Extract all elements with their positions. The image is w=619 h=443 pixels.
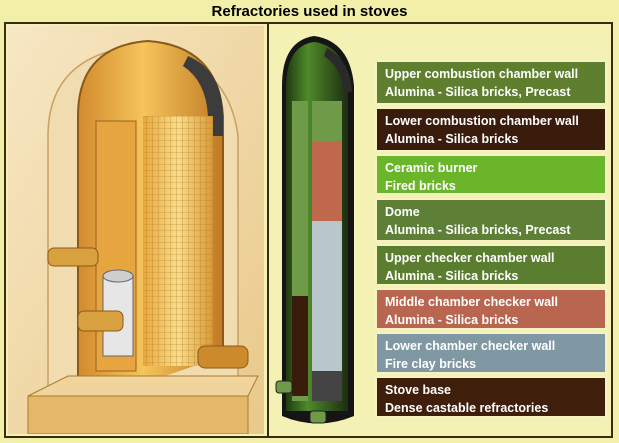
base-top — [27, 375, 259, 397]
label-material: Dense castable refractories — [385, 401, 549, 415]
label-name: Lower combustion chamber wall — [385, 114, 579, 128]
label-name: Ceramic burner — [385, 161, 478, 175]
label-middle-chamber-checker-wall: Middle chamber checker wall Alumina - Si… — [375, 288, 607, 330]
flue-pipe — [197, 345, 249, 369]
label-name: Stove base — [385, 383, 452, 397]
gas-inlet-pipe — [77, 310, 124, 332]
label-dome: Dome Alumina - Silica bricks, Precast — [375, 198, 607, 242]
lower-combustion-wall — [292, 296, 308, 396]
label-upper-combustion-chamber-wall: Upper combustion chamber wall Alumina - … — [375, 60, 607, 105]
label-name: Middle chamber checker wall — [385, 295, 558, 309]
label-name: Upper checker chamber wall — [385, 251, 555, 265]
label-material: Alumina - Silica bricks, Precast — [385, 223, 571, 237]
label-stove-base: Stove base Dense castable refractories — [375, 376, 607, 418]
label-name: Lower chamber checker wall — [385, 339, 556, 353]
diagram-title: Refractories used in stoves — [211, 3, 408, 20]
label-name: Dome — [385, 205, 420, 219]
middle-checker — [312, 141, 342, 221]
stove-section-illustration — [275, 36, 354, 424]
base-pipe-left — [275, 380, 293, 394]
stove-cutaway-illustration — [8, 26, 264, 434]
section-dome-cap — [324, 48, 352, 94]
hot-blast-pipe — [47, 247, 99, 267]
label-material: Fire clay bricks — [385, 357, 477, 371]
lower-checker — [312, 221, 342, 371]
stove-base — [27, 395, 249, 434]
base-pipe-right — [309, 410, 327, 424]
label-material: Fired bricks — [385, 179, 456, 193]
burner-top — [102, 269, 134, 283]
checker-support — [312, 371, 342, 401]
label-ceramic-burner: Ceramic burner Fired bricks — [375, 154, 607, 195]
checker-grid — [143, 116, 213, 366]
label-lower-chamber-checker-wall: Lower chamber checker wall Fire clay bri… — [375, 332, 607, 374]
label-lower-combustion-chamber-wall: Lower combustion chamber wall Alumina - … — [375, 107, 607, 152]
label-material: Alumina - Silica bricks — [385, 269, 519, 283]
label-upper-checker-chamber-wall: Upper checker chamber wall Alumina - Sil… — [375, 244, 607, 286]
label-material: Alumina - Silica bricks — [385, 132, 519, 146]
label-name: Upper combustion chamber wall — [385, 67, 579, 81]
label-material: Alumina - Silica bricks, Precast — [385, 85, 571, 99]
upper-checker — [312, 101, 342, 141]
panel-divider — [267, 22, 269, 438]
label-material: Alumina - Silica bricks — [385, 313, 519, 327]
